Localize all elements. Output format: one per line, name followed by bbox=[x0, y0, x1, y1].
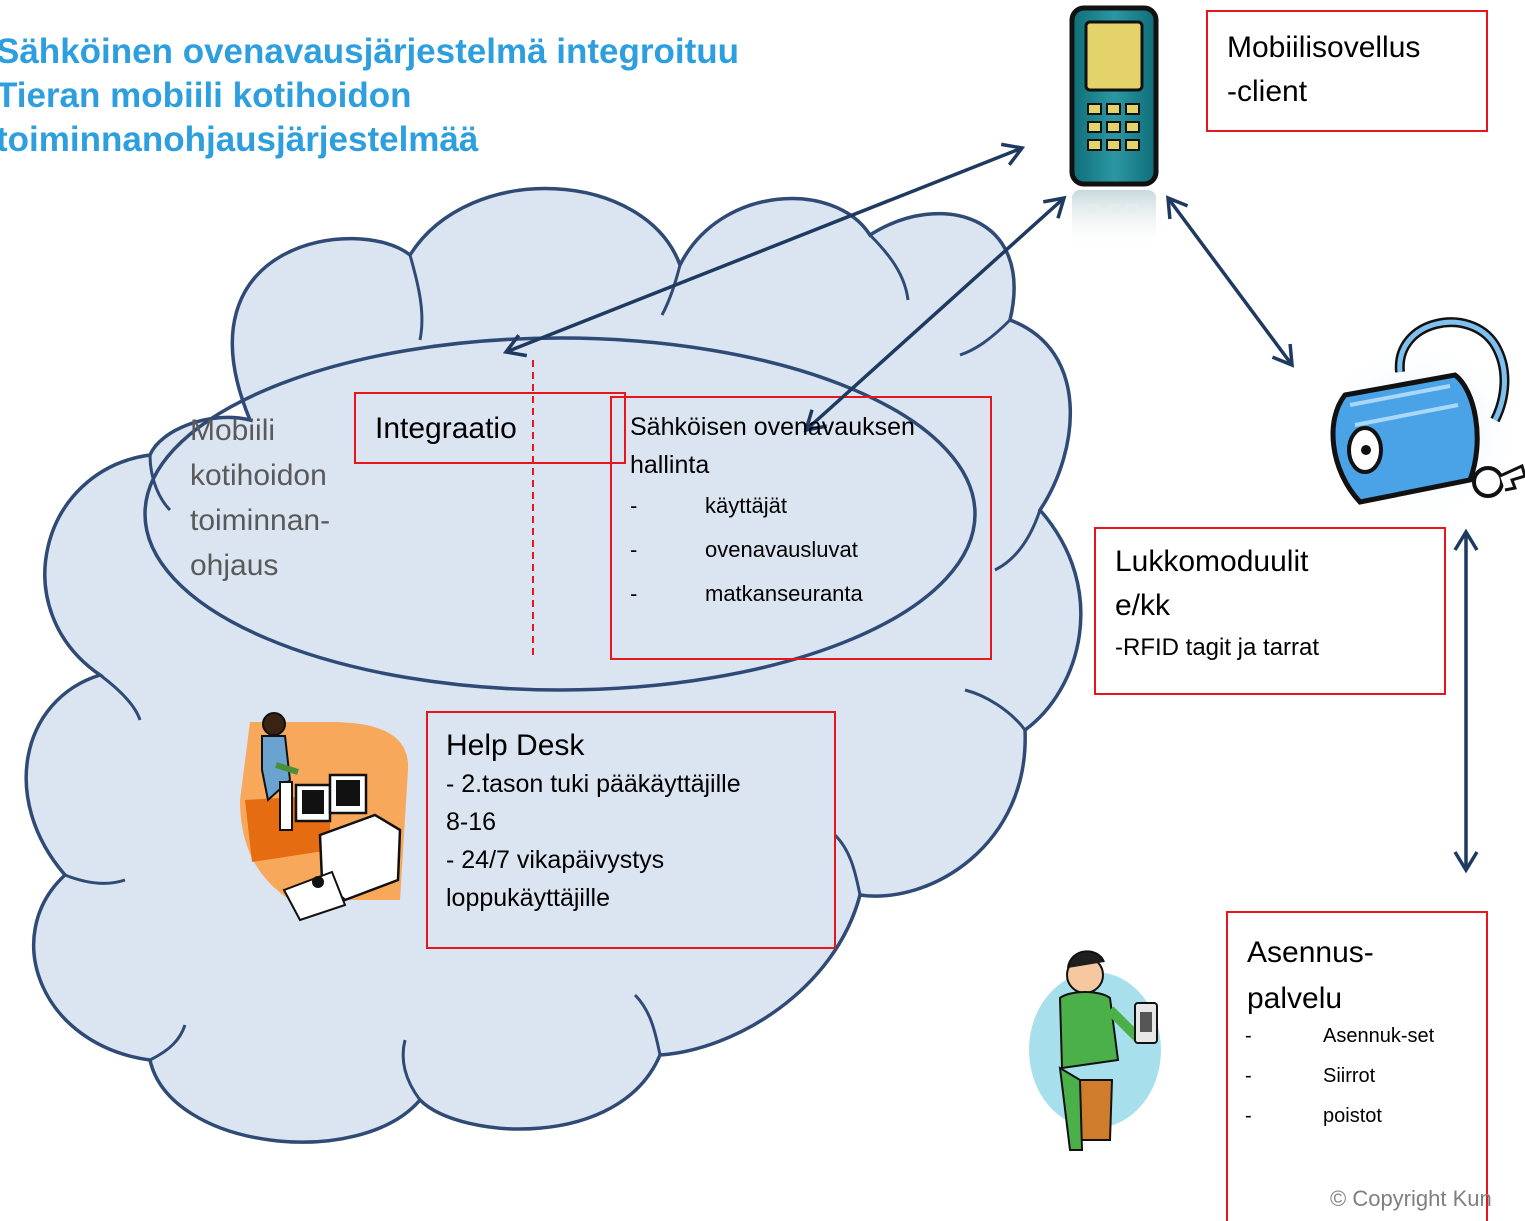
help-desk-line-5: loppukäyttäjille bbox=[446, 884, 610, 912]
help-desk-label: Help Desk - 2.tason tuki pääkäyttäjille … bbox=[446, 727, 741, 917]
page-title: Sähköinen ovenavausjärjestelmä integroit… bbox=[0, 30, 956, 162]
mobile-client-line-1: Mobiilisovellus bbox=[1227, 31, 1421, 64]
door-management-box bbox=[610, 396, 992, 660]
mobile-client-line-2: -client bbox=[1227, 75, 1308, 108]
list-item: -matkanseuranta bbox=[630, 572, 970, 616]
help-desk-line-4: - 24/7 vikapäivystys bbox=[446, 846, 665, 874]
installation-line-1: Asennus- bbox=[1247, 936, 1374, 969]
mobile-phone-icon bbox=[1069, 5, 1159, 250]
arrow-phone-lock bbox=[1165, 195, 1295, 368]
lock-modules-label: Lukkomoduulit e/kk -RFID tagit ja tarrat bbox=[1115, 540, 1319, 668]
lock-modules-line-1: Lukkomoduulit bbox=[1115, 545, 1309, 578]
door-management-line-1: Sähköisen ovenavauksen bbox=[630, 413, 915, 441]
lock-modules-box bbox=[1094, 527, 1446, 695]
home-care-line-4: ohjaus bbox=[190, 549, 279, 582]
installation-label: Asennus- palvelu bbox=[1247, 930, 1374, 1022]
home-care-line-3: toiminnan- bbox=[190, 504, 331, 537]
mobile-client-box bbox=[1206, 10, 1488, 132]
list-item: -Siirrot bbox=[1245, 1056, 1475, 1096]
list-item: -poistot bbox=[1245, 1096, 1475, 1136]
installer-worker-icon bbox=[1029, 950, 1161, 1151]
integration-label: Integraatio bbox=[375, 412, 517, 445]
lock-modules-line-2: e/kk bbox=[1115, 589, 1171, 622]
copyright-notice: © Copyright Kun bbox=[1330, 1186, 1492, 1211]
arrow-phone-ellipse bbox=[502, 142, 1026, 358]
help-desk-line-2: - 2.tason tuki pääkäyttäjille bbox=[446, 770, 741, 798]
installation-line-2: palvelu bbox=[1247, 982, 1343, 1015]
help-desk-line-1: Help Desk bbox=[446, 729, 585, 762]
padlock-icon bbox=[1315, 317, 1525, 520]
help-desk-line-3: 8-16 bbox=[446, 808, 497, 836]
arrow-phone-door bbox=[803, 195, 1067, 433]
door-management-label: Sähköisen ovenavauksen hallinta bbox=[630, 408, 915, 484]
mobile-client-label: Mobiilisovellus -client bbox=[1227, 26, 1420, 114]
list-item-label: Siirrot bbox=[1323, 1065, 1376, 1087]
home-care-label: Mobiili kotihoidon toiminnan- ohjaus bbox=[190, 408, 330, 588]
door-management-line-2: hallinta bbox=[630, 451, 710, 479]
installation-list: -Asennuk-set -Siirrot -poistot bbox=[1245, 1016, 1475, 1136]
title-line-3: toiminnanohjausjärjestelmää bbox=[0, 120, 479, 159]
list-item-label: ovenavausluvat bbox=[705, 537, 858, 562]
installation-box bbox=[1226, 911, 1488, 1221]
home-care-line-1: Mobiili bbox=[190, 414, 276, 447]
list-item-label: käyttäjät bbox=[705, 493, 787, 518]
home-care-line-2: kotihoidon bbox=[190, 459, 327, 492]
title-line-2: Tieran mobiili kotihoidon bbox=[0, 76, 412, 115]
list-item: -ovenavausluvat bbox=[630, 528, 970, 572]
helpdesk-worker-icon bbox=[240, 712, 409, 922]
list-item-label: poistot bbox=[1323, 1105, 1382, 1127]
door-management-list: -käyttäjät -ovenavausluvat -matkanseuran… bbox=[630, 484, 970, 616]
list-item-label: matkanseuranta bbox=[705, 581, 863, 606]
title-line-1: Sähköinen ovenavausjärjestelmä integroit… bbox=[0, 32, 739, 71]
help-desk-box bbox=[426, 711, 836, 949]
list-item: -käyttäjät bbox=[630, 484, 970, 528]
list-item-label: Asennuk-set bbox=[1323, 1025, 1435, 1047]
list-item: -Asennuk-set bbox=[1245, 1016, 1475, 1056]
lock-modules-line-3: -RFID tagit ja tarrat bbox=[1115, 634, 1320, 661]
integration-box bbox=[354, 392, 626, 464]
